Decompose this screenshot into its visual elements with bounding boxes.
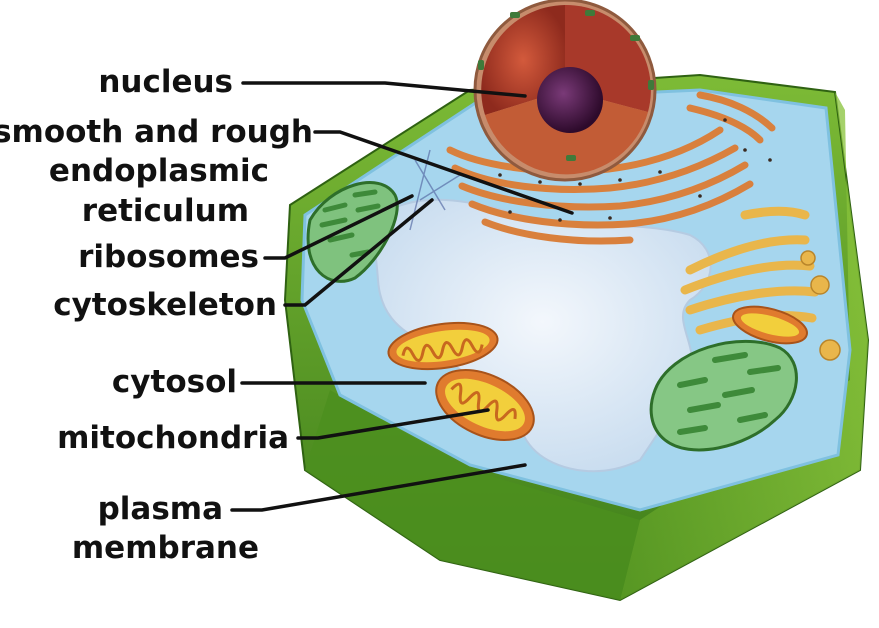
label-plasma-line2: membrane bbox=[72, 530, 259, 566]
label-cytoskeleton: cytoskeleton bbox=[53, 287, 277, 323]
nucleus-organelle bbox=[475, 0, 655, 180]
label-mitochondria: mitochondria bbox=[57, 420, 289, 456]
label-nucleus: nucleus bbox=[98, 64, 233, 100]
label-er-line1: smooth and rough bbox=[0, 114, 313, 150]
label-er-line2: endoplasmic bbox=[49, 153, 269, 189]
label-er-line3: reticulum bbox=[82, 193, 249, 229]
label-cytosol: cytosol bbox=[112, 364, 237, 400]
label-plasma-line1: plasma bbox=[98, 491, 223, 527]
label-ribosomes: ribosomes bbox=[78, 239, 259, 275]
